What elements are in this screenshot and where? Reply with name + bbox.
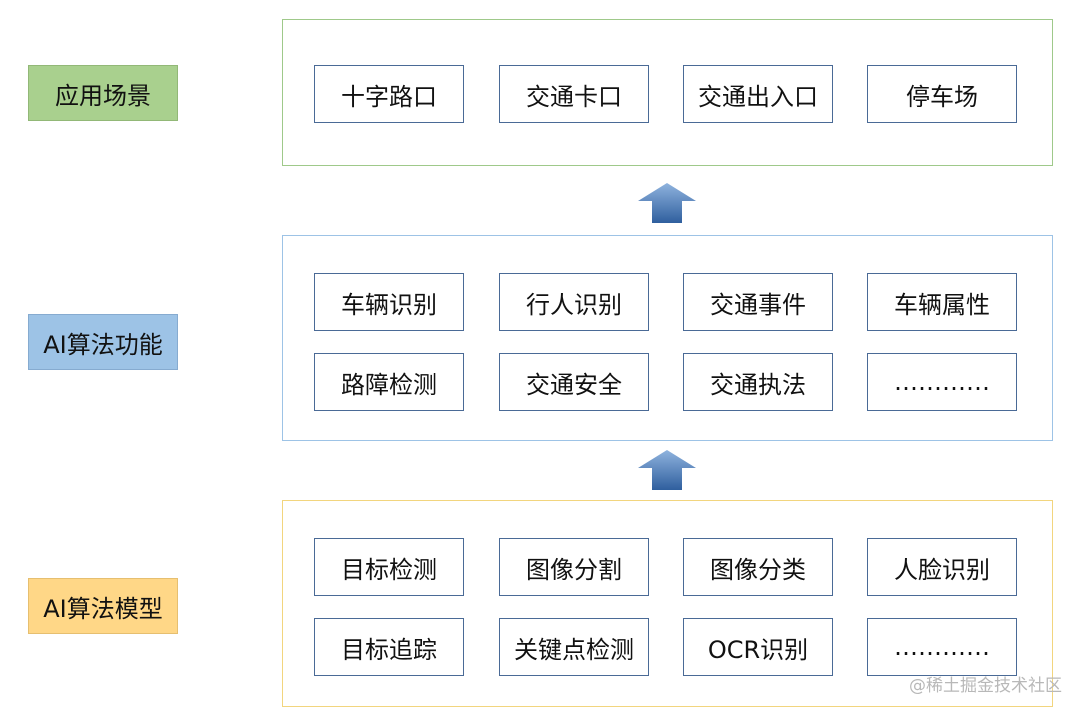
- scene-layer: 十字路口 交通卡口 交通出入口 停车场: [282, 19, 1053, 166]
- model-layer: 目标检测 图像分割 图像分类 人脸识别 目标追踪 关键点检测 OCR识别 …………: [282, 500, 1053, 707]
- up-arrow-icon: [638, 183, 696, 223]
- function-box: 交通安全: [499, 353, 649, 411]
- function-box: 路障检测: [314, 353, 464, 411]
- function-box-more: …………: [867, 353, 1017, 411]
- label-ai-algorithm-model: AI算法模型: [28, 578, 178, 634]
- function-box: 交通执法: [683, 353, 833, 411]
- scene-box-1: 十字路口: [314, 65, 464, 123]
- model-box: 图像分割: [499, 538, 649, 596]
- model-box-more: …………: [867, 618, 1017, 676]
- scene-box-2: 交通卡口: [499, 65, 649, 123]
- function-box: 车辆属性: [867, 273, 1017, 331]
- model-box: 目标追踪: [314, 618, 464, 676]
- function-box: 行人识别: [499, 273, 649, 331]
- scene-box-3: 交通出入口: [683, 65, 833, 123]
- scene-box-4: 停车场: [867, 65, 1017, 123]
- function-box: 车辆识别: [314, 273, 464, 331]
- label-application-scene: 应用场景: [28, 65, 178, 121]
- watermark: @稀土掘金技术社区: [909, 676, 1062, 696]
- model-box: 关键点检测: [499, 618, 649, 676]
- up-arrow-icon: [638, 450, 696, 490]
- model-box: OCR识别: [683, 618, 833, 676]
- model-box: 图像分类: [683, 538, 833, 596]
- function-box: 交通事件: [683, 273, 833, 331]
- label-ai-algorithm-function: AI算法功能: [28, 314, 178, 370]
- function-layer: 车辆识别 行人识别 交通事件 车辆属性 路障检测 交通安全 交通执法 …………: [282, 235, 1053, 441]
- model-box: 人脸识别: [867, 538, 1017, 596]
- model-box: 目标检测: [314, 538, 464, 596]
